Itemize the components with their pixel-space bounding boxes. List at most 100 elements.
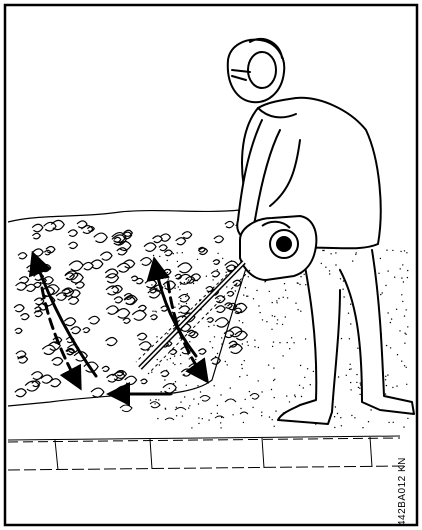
ground-dot [385,376,386,377]
leaf-scribble [71,327,81,334]
ground-dot [243,294,244,295]
ground-dot [350,389,351,390]
ground-dot [401,294,402,295]
ground-dot [285,316,286,317]
ground-dot [167,260,168,261]
ground-dot [156,311,157,312]
ground-dot [158,290,159,291]
ground-dot [220,394,221,395]
ground-dot [362,427,363,428]
ground-dot [155,399,156,400]
ground-dot [261,412,262,413]
ground-dot [407,326,408,327]
ground-dot [400,251,401,252]
leaf-scribble [68,297,78,304]
ground-dot [182,252,183,253]
ground-dot [271,389,272,390]
ground-dot [273,341,274,342]
ground-dot [214,276,215,277]
ground-dot [359,394,360,395]
ground-dot [240,408,241,409]
ground-dot [212,347,213,348]
ground-dot [217,269,218,270]
hedge [8,210,248,406]
ground-dot [225,361,226,362]
left-dashed-arrow [42,288,76,380]
leaf-scribble [176,238,186,245]
ground-dot [176,415,177,416]
ground-dot [254,340,255,341]
leaf-scribble [33,249,43,256]
ground-dot [272,302,273,303]
ground-dot [197,259,198,260]
ground-dot [235,290,236,291]
ground-dot [198,403,199,404]
ground-dot [258,347,259,348]
ground-dot [226,272,227,273]
ground-dot [167,272,168,273]
ground-dot [274,316,275,317]
ground-dot [392,387,393,388]
ground-dot [297,283,298,284]
ground-dot [185,296,186,297]
ground-dot [180,298,181,299]
leaf-scribble [68,230,77,236]
ground-dot [173,253,174,254]
leaf-scribble [70,290,80,297]
ground-dot [168,278,169,279]
ground-dot [276,300,277,301]
ground-dot [325,267,326,268]
leaf-scribble [139,342,151,350]
leaf-scribble [14,305,24,312]
leaf-scribble [20,314,29,320]
ground-dot [271,329,272,330]
ground-dot [305,284,306,285]
ground-dot [262,319,263,320]
ground-dot [180,284,181,285]
ground-dot [299,284,300,285]
ground-dot [337,413,338,414]
ground-dot [403,281,404,282]
ground-dot [307,368,308,369]
ground-dot [341,338,342,339]
ground-dot [401,361,402,362]
ground-dot [151,372,152,373]
leaf-scribble [64,289,71,294]
ground-dot [338,376,339,377]
ground-dot [266,321,267,322]
ground-dot [221,343,222,344]
leaf-scribble [150,315,157,320]
ground-dot [169,269,170,270]
ground-dot [235,341,236,342]
ground-dot [151,284,152,285]
ground-dot [159,256,160,257]
ground-dot [348,313,349,314]
ground-dot [285,290,286,291]
ground-dot [179,289,180,290]
ground-dot [386,345,387,346]
ground-dot [393,422,394,423]
ground-dot [289,401,290,402]
ground-dot [178,312,179,313]
ground-dot [208,419,209,420]
ground-dot [188,407,189,408]
ground-dot [243,422,244,423]
ground-dot [187,293,188,294]
ground-dot [313,371,314,372]
leaf-scribble [25,284,35,291]
leaf-scribble [211,271,219,277]
leaf-scribble [40,264,50,271]
ground-dot [198,423,199,424]
ground-dot [183,374,184,375]
ground-dot [404,333,405,334]
ground-dot [164,285,165,286]
ground-dot [165,408,166,409]
ground-dot [213,325,214,326]
ground-dot [197,385,198,386]
ground-dot [159,364,160,365]
ground-dot [405,334,406,335]
clippings [120,394,259,421]
ground-dot [300,365,301,366]
ground-dot [349,338,350,339]
